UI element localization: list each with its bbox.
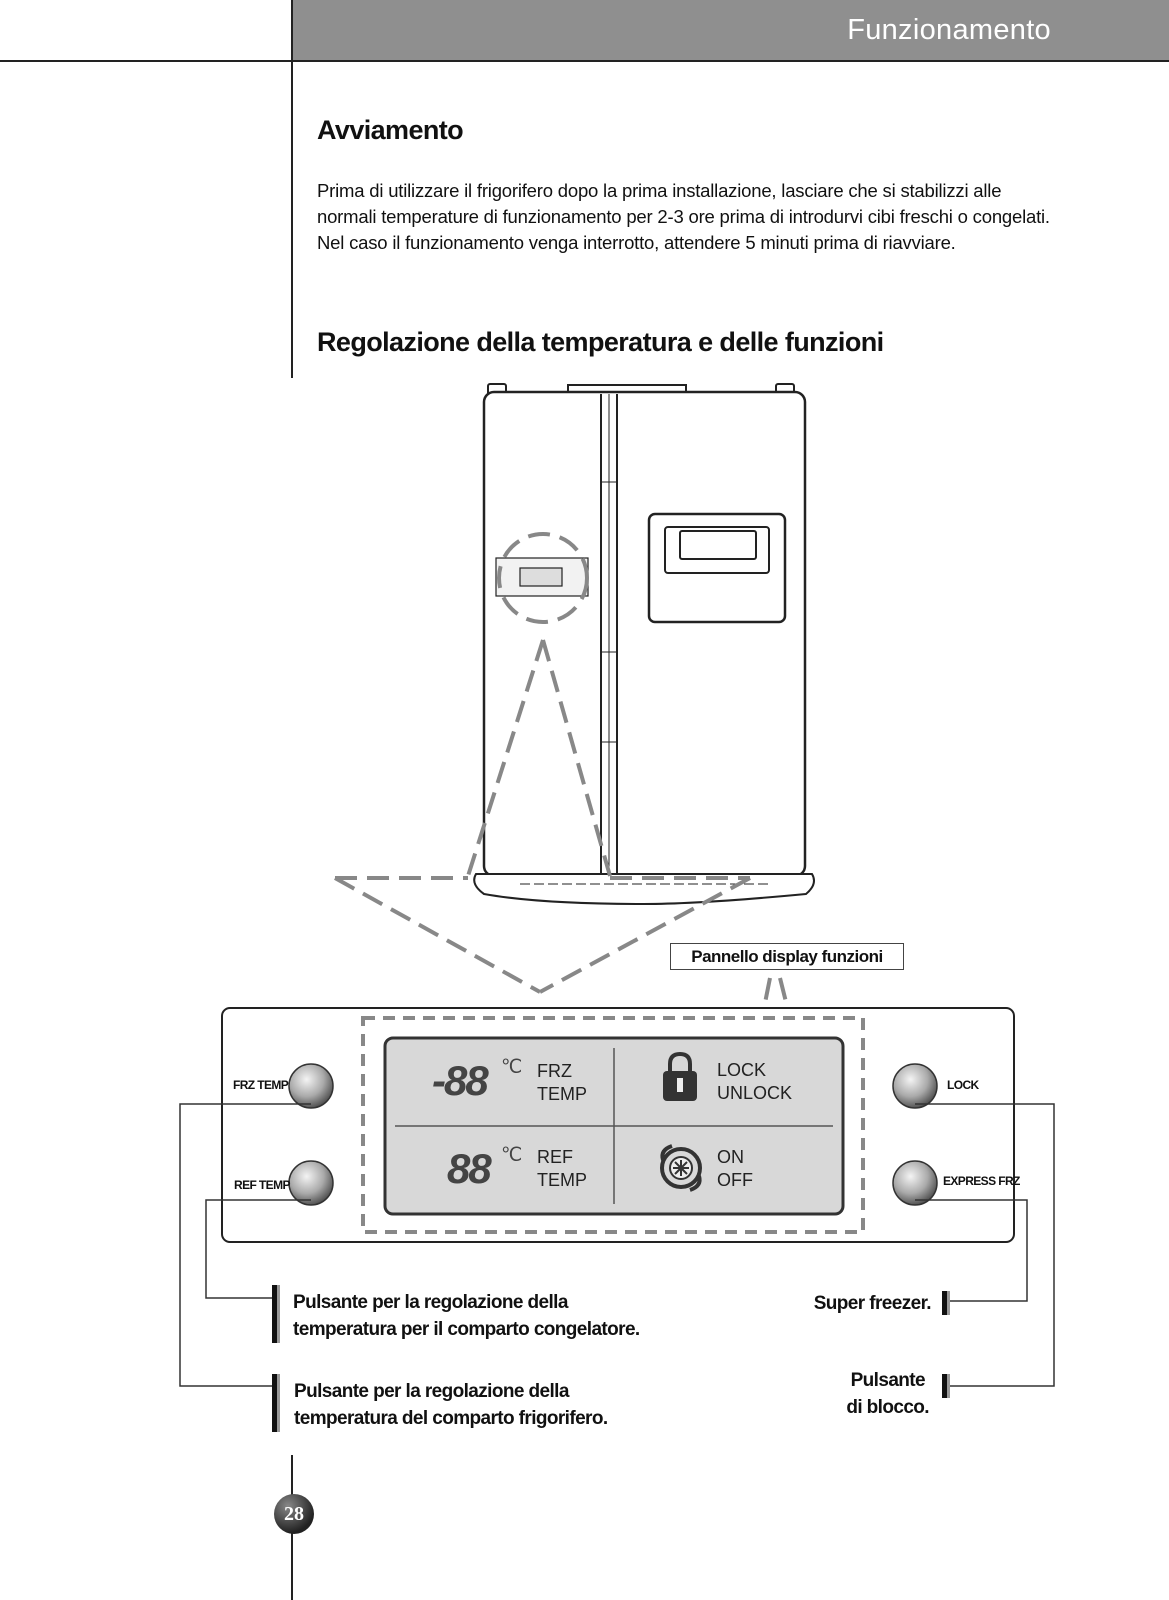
- header-band: [292, 0, 1169, 60]
- ref-label-line1: REF: [537, 1147, 573, 1167]
- lock-label-line1: LOCK: [717, 1060, 767, 1080]
- padlock-icon: [663, 1051, 697, 1101]
- lock-knob: [892, 1063, 938, 1109]
- frz-label-line1: FRZ: [537, 1061, 572, 1081]
- ref-temp-knob: [288, 1160, 334, 1206]
- caption-lock-button-line2: di blocco.: [846, 1397, 929, 1418]
- ref-temp-digits: 88: [447, 1145, 492, 1192]
- caption-bar-super-freezer: [942, 1291, 950, 1315]
- caption-bar-fridge: [272, 1374, 280, 1432]
- margin-rule-top: [291, 0, 293, 378]
- refrigerator-illustration: [473, 383, 815, 906]
- onoff-label-line1: ON: [717, 1147, 744, 1167]
- lock-label-line2: UNLOCK: [717, 1083, 793, 1103]
- zoom-indicator: [334, 532, 792, 1019]
- caption-freezer-button-line2: temperatura per il comparto congelatore.: [293, 1319, 640, 1340]
- express-frz-button-label: EXPRESS FRZ: [943, 1174, 1020, 1188]
- caption-bar-lock: [942, 1374, 950, 1398]
- caption-fridge-button-line2: temperatura del comparto frigorifero.: [294, 1408, 608, 1429]
- caption-freezer-button-line1: Pulsante per la regolazione della: [293, 1292, 568, 1313]
- caption-lock-button-line1: Pulsante: [850, 1370, 926, 1391]
- caption-super-freezer: Super freezer.: [813, 1293, 932, 1314]
- section-text-avviamento: Prima di utilizzare il frigorifero dopo …: [317, 180, 1050, 253]
- section-title-regolazione: Regolazione della temperatura e delle fu…: [317, 327, 884, 357]
- onoff-label-line2: OFF: [717, 1170, 753, 1190]
- page-number: 28: [274, 1494, 314, 1534]
- control-panel-drawing: [221, 1007, 1015, 1243]
- ref-temp-button-label: REF TEMP: [234, 1178, 290, 1192]
- frz-temp-digits: -88: [432, 1057, 489, 1104]
- ref-label-line2: TEMP: [537, 1170, 588, 1190]
- ref-degree-unit: ℃: [501, 1145, 523, 1166]
- header-rule: [0, 60, 1169, 62]
- frz-label-line2: TEMP: [537, 1084, 588, 1104]
- lock-button-label: LOCK: [947, 1078, 979, 1092]
- frz-temp-button-label: FRZ TEMP: [233, 1078, 289, 1092]
- express-frz-knob: [892, 1160, 938, 1206]
- leader-lines: [179, 1103, 1055, 1387]
- frz-temp-knob: [288, 1063, 334, 1109]
- caption-bar-freezer: [272, 1285, 280, 1343]
- page-header-title: Funzionamento: [847, 14, 1051, 46]
- function-display-panel-callout: Pannello display funzioni: [670, 943, 904, 970]
- frz-degree-unit: ℃: [501, 1057, 523, 1078]
- caption-fridge-button-line1: Pulsante per la regolazione della: [294, 1381, 569, 1402]
- section-title-avviamento: Avviamento: [317, 115, 464, 145]
- express-freeze-icon: [660, 1144, 702, 1192]
